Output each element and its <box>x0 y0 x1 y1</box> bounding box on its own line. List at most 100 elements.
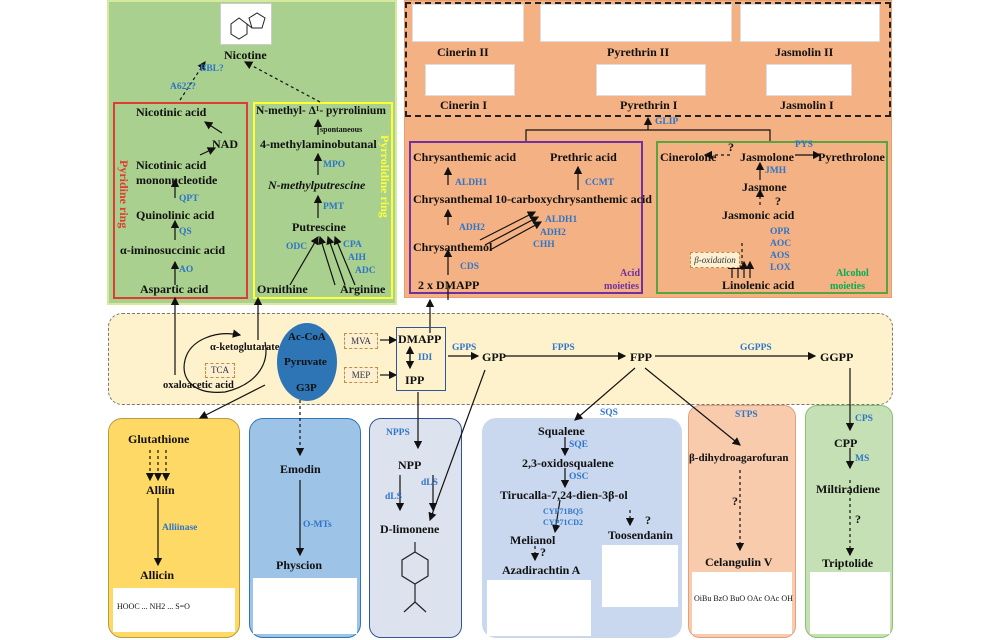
core-metabolism-band <box>108 313 893 405</box>
npps-enzyme: NPPS <box>386 428 410 438</box>
lox-enzyme: LOX <box>770 263 791 273</box>
alcohol-label-1: Alcohol <box>836 268 869 279</box>
ggpps-enzyme: GGPPS <box>740 343 772 353</box>
aih-enzyme: AIH <box>348 253 366 263</box>
pyrethrin-panel <box>404 0 892 298</box>
two-dmapp: 2 x DMAPP <box>418 278 480 292</box>
physcion: Physcion <box>276 558 323 572</box>
dihydroagarofuran: β-dihydroagarofuran <box>689 452 789 464</box>
dmapp: DMAPP <box>398 332 442 346</box>
gpps-enzyme: GPPS <box>452 343 477 353</box>
pyrethrolone: Pyrethrolone <box>818 150 885 164</box>
cinerin2-structure <box>412 4 524 42</box>
allicin: Allicin <box>140 568 175 582</box>
squalene: Squalene <box>538 424 585 438</box>
q3: ? <box>645 513 651 527</box>
celangulin-structure-text: OiBu BzO BuO OAc OAc OH <box>694 594 793 603</box>
miltiradiene: Miltiradiene <box>816 482 880 496</box>
nicotine-structure-drawing <box>230 12 266 40</box>
cinerin-ii: Cinerin II <box>437 45 489 59</box>
pyruvate: Pyruvate <box>284 356 327 368</box>
chrysanthemol: Chrysanthemol <box>413 240 493 254</box>
q5: ? <box>732 494 738 508</box>
pyrethrin2-structure <box>540 4 732 42</box>
oxidosqualene: 2,3-oxidosqualene <box>522 456 614 470</box>
adc-enzyme: ADC <box>355 266 376 276</box>
namn-line2: mononucleotide <box>136 173 218 187</box>
allicin-structure: HOOC ... NH2 ... S=O <box>113 588 235 632</box>
chh-enzyme: CHH <box>533 240 555 250</box>
toosendanin: Toosendanin <box>608 528 673 542</box>
ipp: IPP <box>405 373 425 387</box>
gpp: GPP <box>482 350 506 364</box>
arginine: Arginine <box>340 282 386 296</box>
d-limonene: D-limonene <box>380 522 440 536</box>
q1: ? <box>728 140 734 154</box>
ketoglutarate: α-ketoglutarate <box>210 342 280 353</box>
jasmolin-ii: Jasmolin II <box>775 45 834 59</box>
azadirachtin: Azadirachtin A <box>502 563 581 577</box>
jasmolone: Jasmolone <box>740 150 794 164</box>
carboxychrysanthemic-acid: 10-carboxychrysanthemic acid <box>495 192 652 206</box>
jasmolin1-structure <box>766 64 852 96</box>
cds-enzyme: CDS <box>460 262 480 272</box>
nad: NAD <box>212 137 238 151</box>
cinerin-i: Cinerin I <box>440 98 488 112</box>
omts-enzyme: O-MTs <box>303 520 332 530</box>
g3p: G3P <box>296 382 317 394</box>
npp: NPP <box>398 458 422 472</box>
sqs-enzyme: SQS <box>600 408 618 418</box>
jasmonic-acid: Jasmonic acid <box>722 208 795 222</box>
emodin: Emodin <box>280 462 321 476</box>
q4: ? <box>540 545 546 559</box>
cinerolone: Cinerolone <box>660 150 717 164</box>
q2: ? <box>775 194 781 208</box>
namn-line1: Nicotinic acid <box>136 158 207 172</box>
chrysanthemic-acid: Chrysanthemic acid <box>413 150 516 164</box>
oxaloacetic-acid: oxaloacetic acid <box>163 380 234 391</box>
alcohol-label-2: moieties <box>830 281 865 292</box>
linolenic-acid: Linolenic acid <box>722 278 795 292</box>
osc-enzyme: OSC <box>569 472 589 482</box>
toosendanin-structure <box>602 545 678 607</box>
acid-label-1: Acid <box>620 268 640 279</box>
nicotine-label: Nicotine <box>224 48 267 62</box>
cps-enzyme: CPS <box>855 414 873 424</box>
pyrrolidine-box <box>253 102 393 299</box>
aspartic-acid: Aspartic acid <box>140 282 209 296</box>
odc-enzyme: ODC <box>286 242 308 252</box>
pyridine-ring-label: Pyridine ring <box>117 160 131 229</box>
ccmt-enzyme: CCMT <box>585 178 615 188</box>
pyridine-box <box>113 102 248 299</box>
dls2-enzyme: dLS <box>421 478 438 488</box>
adh2b-enzyme: ADH2 <box>540 228 566 238</box>
mep-box: MEP <box>344 367 378 383</box>
ao-enzyme: AO <box>179 265 194 275</box>
pyrethrin-ii: Pyrethrin II <box>607 45 670 59</box>
beta-oxidation-box: β-oxidation <box>690 252 740 268</box>
ornithine: Ornithine <box>257 282 308 296</box>
melianol: Melianol <box>510 533 556 547</box>
jasmolin-i: Jasmolin I <box>780 98 834 112</box>
pyrrolinium: N-methyl- Δ¹- pyrrolinium <box>256 105 386 117</box>
sqe-enzyme: SQE <box>569 440 589 450</box>
glip-enzyme: GLIP <box>655 117 679 127</box>
qpt-enzyme: QPT <box>179 194 199 204</box>
limonene-structure <box>401 542 429 613</box>
acid-label-2: moieties <box>604 281 639 292</box>
cyp71bq5-enzyme: CYP71BQ5 <box>543 507 583 516</box>
nicotine-structure <box>220 3 272 45</box>
qs-enzyme: QS <box>179 227 192 237</box>
quinolinic-acid: Quinolinic acid <box>136 208 215 222</box>
triptolide-structure <box>810 572 890 634</box>
pyrethrin-i: Pyrethrin I <box>620 98 678 112</box>
iminosuccinic-acid: α-iminosuccinic acid <box>120 243 226 257</box>
aoc-enzyme: AOC <box>770 239 792 249</box>
pys-enzyme: PYS <box>795 140 813 150</box>
spontaneous-label: spontaneous <box>320 125 363 134</box>
tca-box: TCA <box>205 363 235 378</box>
stps-enzyme: STPS <box>735 410 758 420</box>
opr-enzyme: OPR <box>770 227 791 237</box>
q6: ? <box>855 512 861 526</box>
